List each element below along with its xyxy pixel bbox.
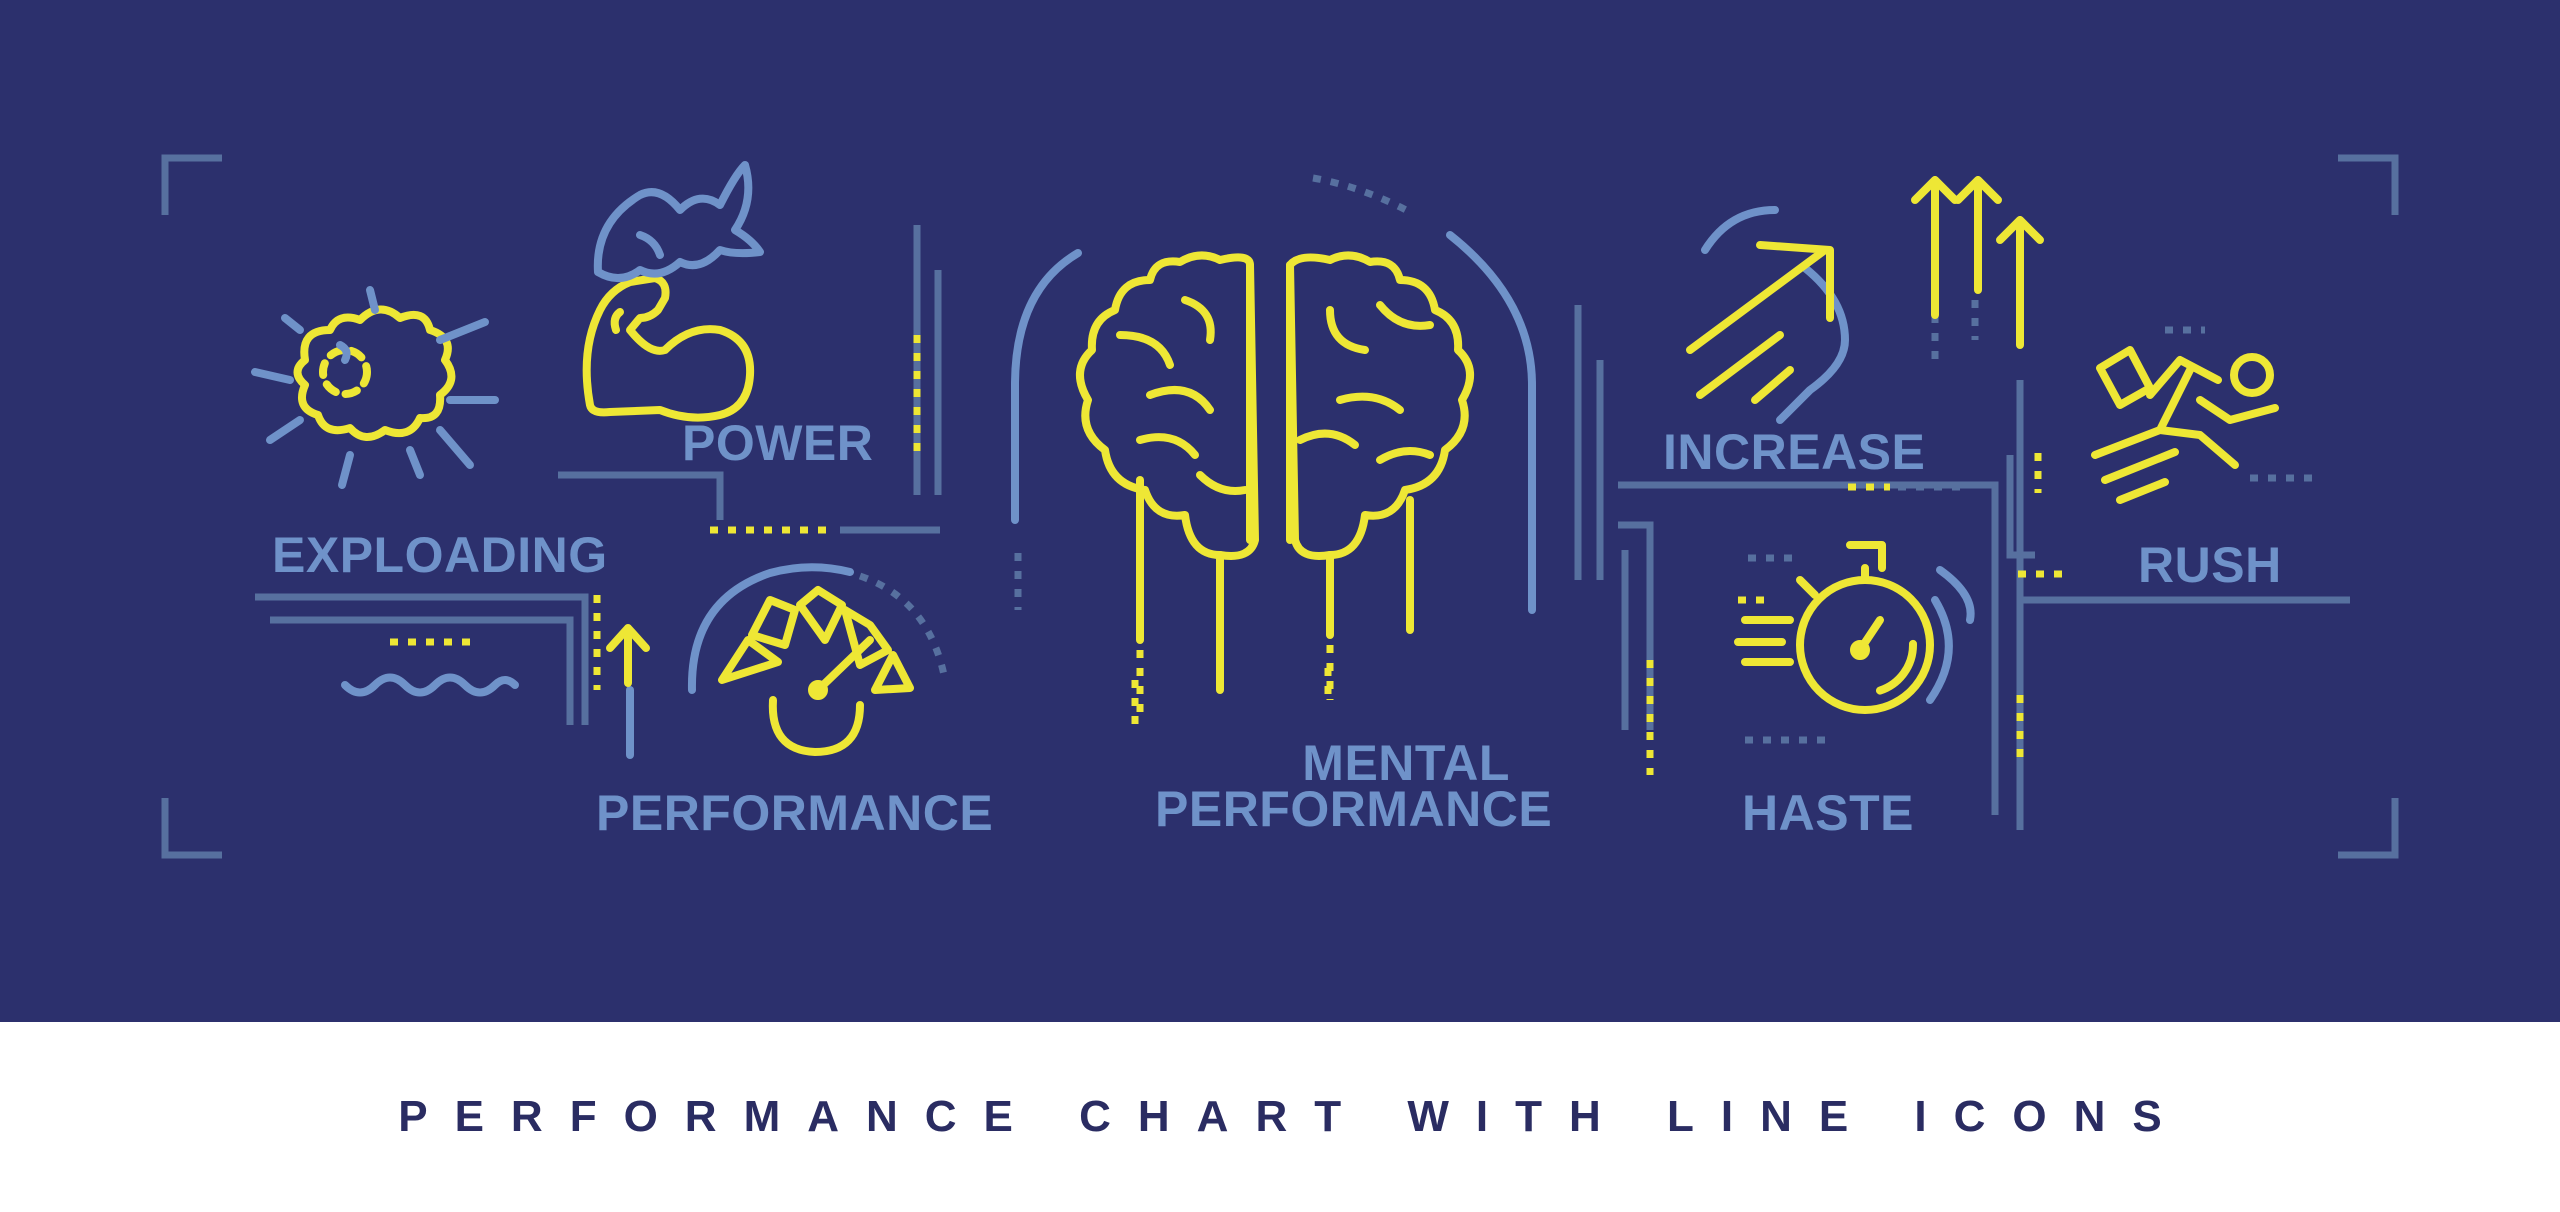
brain-icon — [1011, 231, 1536, 720]
illustration-banner: EXPLOADING POWER PERFORMANCE MENTAL PERF… — [0, 0, 2560, 1022]
label-mental-performance: MENTAL PERFORMANCE — [1155, 735, 1553, 837]
stopwatch-icon — [1734, 541, 1975, 714]
label-rush: RUSH — [2138, 537, 2282, 593]
connector-lines — [255, 174, 2350, 830]
label-mental-line1: MENTAL — [1302, 735, 1510, 791]
speedometer-icon — [687, 563, 949, 756]
label-mental-line2: PERFORMANCE — [1155, 781, 1553, 837]
caption-title: PERFORMANCE CHART WITH LINE ICONS — [398, 1092, 2189, 1141]
label-power: POWER — [682, 415, 874, 471]
line-art — [161, 154, 2399, 859]
label-increase: INCREASE — [1663, 424, 1926, 480]
running-man-icon — [2091, 346, 2279, 504]
frame-corners — [161, 154, 2399, 859]
label-exploding: EXPLOADING — [272, 527, 608, 583]
arrows-up-icon — [1686, 176, 2044, 424]
flexed-arm-icon — [582, 161, 764, 422]
label-performance: PERFORMANCE — [596, 785, 994, 841]
label-haste: HASTE — [1742, 785, 1914, 841]
explosion-icon — [251, 286, 650, 697]
